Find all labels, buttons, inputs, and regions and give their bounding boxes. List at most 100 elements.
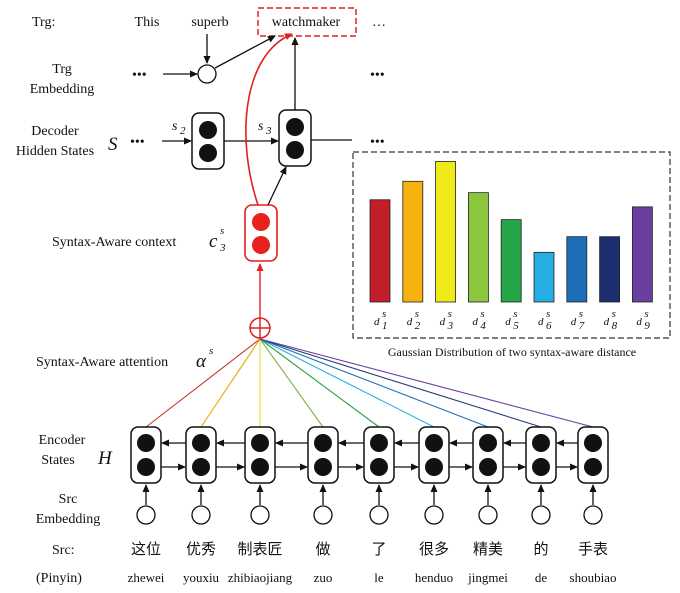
- bar-d2: [402, 180, 424, 303]
- pinyin-word-2: youxiu: [183, 570, 220, 585]
- bar-d6: [533, 251, 555, 303]
- encoder-state-1: [130, 426, 162, 484]
- tick-label-sub-d5: 5: [513, 320, 519, 332]
- encoder-state-8: [525, 426, 557, 484]
- source-words: 这位优秀制表匠做了很多精美的手表: [131, 540, 608, 558]
- decoder-label-line1: Decoder: [31, 124, 79, 139]
- target-word-superb: superb: [191, 15, 228, 30]
- src-embedding-node-9: [583, 505, 603, 525]
- target-word-watchmaker: watchmaker: [272, 15, 341, 30]
- decoder-symbol: S: [108, 134, 118, 155]
- source-embeddings: [136, 484, 603, 525]
- src-embedding-node-7: [478, 505, 498, 525]
- trg-emb-dots-left: •••: [132, 68, 147, 83]
- source-word-3: 制表匠: [237, 540, 282, 558]
- tick-label-d4: d: [472, 316, 478, 328]
- tick-label-sup-d9: s: [644, 308, 648, 320]
- attention-line-7: [259, 338, 489, 428]
- context-symbol-sub: 3: [219, 242, 226, 254]
- dec-dots-right: •••: [370, 135, 385, 150]
- bar-d1: [369, 199, 391, 303]
- tick-label-d5: d: [505, 316, 511, 328]
- target-highlight-box: [257, 7, 357, 37]
- tick-label-d1: d: [374, 316, 380, 328]
- decoder-state-s3: [278, 109, 312, 167]
- bar-d4: [467, 192, 489, 303]
- tick-label-d9: d: [636, 316, 642, 328]
- context-symbol: c: [209, 231, 218, 252]
- tick-label-sup-d1: s: [382, 308, 386, 320]
- tick-label-d2: d: [407, 316, 413, 328]
- encoder-state-6: [418, 426, 450, 484]
- chart-caption: Gaussian Distribution of two syntax-awar…: [388, 345, 636, 359]
- s2-label: s: [172, 119, 178, 134]
- s3-label-sub: 3: [265, 125, 272, 137]
- tick-label-sub-d8: 8: [612, 320, 618, 332]
- pinyin-word-7: jingmei: [467, 570, 508, 585]
- arrow-context-to-watchmaker: [245, 33, 293, 206]
- dec-dots-left: •••: [130, 135, 145, 150]
- bar-d7: [566, 236, 588, 303]
- tick-label-sup-d7: s: [579, 308, 583, 320]
- source-word-5: 了: [371, 540, 386, 558]
- tick-label-sup-d6: s: [546, 308, 550, 320]
- decoder-label-line2: Hidden States: [16, 144, 94, 159]
- encoder-label-line1: Encoder: [39, 433, 86, 448]
- tick-label-sub-d2: 2: [415, 320, 421, 332]
- context-label: Syntax-Aware context: [52, 235, 176, 250]
- tick-label-sup-d8: s: [612, 308, 616, 320]
- attention-line-1: [145, 338, 261, 428]
- pinyin-word-1: zhewei: [128, 570, 165, 585]
- context-vector-c3: [244, 204, 278, 262]
- encoder-state-4: [307, 426, 339, 484]
- target-ellipsis: …: [372, 15, 386, 30]
- tick-label-sup-d2: s: [415, 308, 419, 320]
- tick-label-sub-d9: 9: [644, 320, 650, 332]
- tick-label-d8: d: [604, 316, 610, 328]
- pinyin-word-8: de: [535, 570, 548, 585]
- attention-label: Syntax-Aware attention: [36, 355, 168, 370]
- source-word-2: 优秀: [186, 540, 216, 558]
- trg-embedding-node: [197, 64, 217, 84]
- pinyin-word-3: zhibiaojiang: [228, 570, 293, 585]
- attention-line-2: [200, 338, 261, 428]
- tick-label-sub-d7: 7: [579, 320, 585, 332]
- attention-symbol: α: [196, 351, 207, 372]
- source-word-9: 手表: [578, 540, 608, 558]
- pinyin-word-5: le: [374, 570, 384, 585]
- trg-embedding-label-line1: Trg: [52, 62, 71, 77]
- context-symbol-sup: s: [220, 225, 224, 237]
- tick-label-sub-d6: 6: [546, 320, 552, 332]
- encoder-state-5: [363, 426, 395, 484]
- s3-label: s: [258, 119, 264, 134]
- source-word-7: 精美: [473, 540, 503, 558]
- tick-label-sup-d3: s: [448, 308, 452, 320]
- attention-lines: [145, 338, 594, 428]
- bar-d8: [599, 236, 620, 303]
- arrow-embedding-to-watchmaker: [214, 35, 276, 69]
- tick-label-sup-d4: s: [480, 308, 484, 320]
- s2-label-sub: 2: [180, 125, 186, 137]
- src-embedding-node-6: [424, 505, 444, 525]
- attention-line-6: [259, 338, 435, 428]
- tick-label-sub-d4: 4: [480, 320, 486, 332]
- bar-d3: [435, 161, 457, 303]
- encoder-states: [130, 426, 609, 484]
- source-word-4: 做: [315, 540, 330, 558]
- source-word-8: 的: [533, 540, 548, 558]
- attention-line-8: [259, 338, 542, 428]
- encoder-symbol: H: [97, 448, 113, 469]
- encoder-state-9: [577, 426, 609, 484]
- src-embedding-label-line1: Src: [59, 492, 78, 507]
- encoder-state-3: [244, 426, 276, 484]
- target-word-this: This: [135, 15, 160, 30]
- src-embedding-node-4: [313, 505, 333, 525]
- src-embedding-node-1: [136, 505, 156, 525]
- attention-line-9: [259, 338, 594, 428]
- src-embedding-node-3: [250, 505, 270, 525]
- src-embedding-label-line2: Embedding: [36, 512, 101, 527]
- pinyin-word-9: shoubiao: [570, 570, 617, 585]
- tick-label-d6: d: [538, 316, 544, 328]
